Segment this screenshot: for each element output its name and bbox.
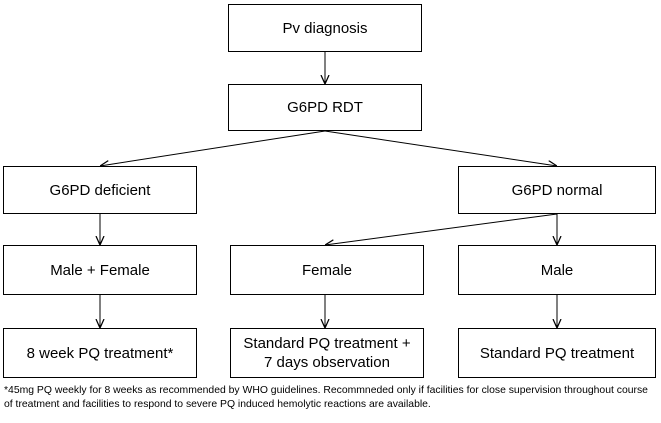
node-g6pd-deficient: G6PD deficient xyxy=(3,166,197,214)
node-standard-pq-observation-line1: Standard PQ treatment + xyxy=(243,335,411,352)
node-male-female-label: Male + Female xyxy=(50,261,150,279)
node-standard-pq-treatment: Standard PQ treatment xyxy=(458,328,656,378)
footnote: *45mg PQ weekly for 8 weeks as recommend… xyxy=(4,385,648,410)
node-male-female: Male + Female xyxy=(3,245,197,295)
node-male: Male xyxy=(458,245,656,295)
node-standard-pq-observation: Standard PQ treatment + 7 days observati… xyxy=(230,328,424,378)
node-pv-diagnosis-label: Pv diagnosis xyxy=(282,19,368,37)
node-female-label: Female xyxy=(301,261,353,279)
node-g6pd-rdt-label: G6PD RDT xyxy=(287,99,363,116)
node-g6pd-normal-label: G6PD normal xyxy=(511,181,603,199)
node-standard-pq-treatment-label: Standard PQ treatment xyxy=(479,344,635,362)
node-g6pd-rdt: G6PD RDT xyxy=(228,84,422,131)
arrow-g6pd-rdt-to-g6pd-normal xyxy=(324,130,557,166)
node-g6pd-deficient-label: G6PD deficient xyxy=(49,181,151,199)
node-g6pd-normal: G6PD normal xyxy=(458,166,656,214)
node-8-week-pq-treatment-label: 8 week PQ treatment* xyxy=(26,344,174,362)
node-female: Female xyxy=(230,245,424,295)
node-standard-pq-observation-line2: 7 days observation xyxy=(264,354,390,371)
node-8-week-pq-treatment: 8 week PQ treatment* xyxy=(3,328,197,378)
node-pv-diagnosis: Pv diagnosis xyxy=(228,4,422,52)
node-male-label: Male xyxy=(540,261,574,279)
arrow-g6pd-rdt-to-g6pd-deficient xyxy=(100,130,326,166)
arrow-g6pd-normal-to-female xyxy=(325,213,558,245)
